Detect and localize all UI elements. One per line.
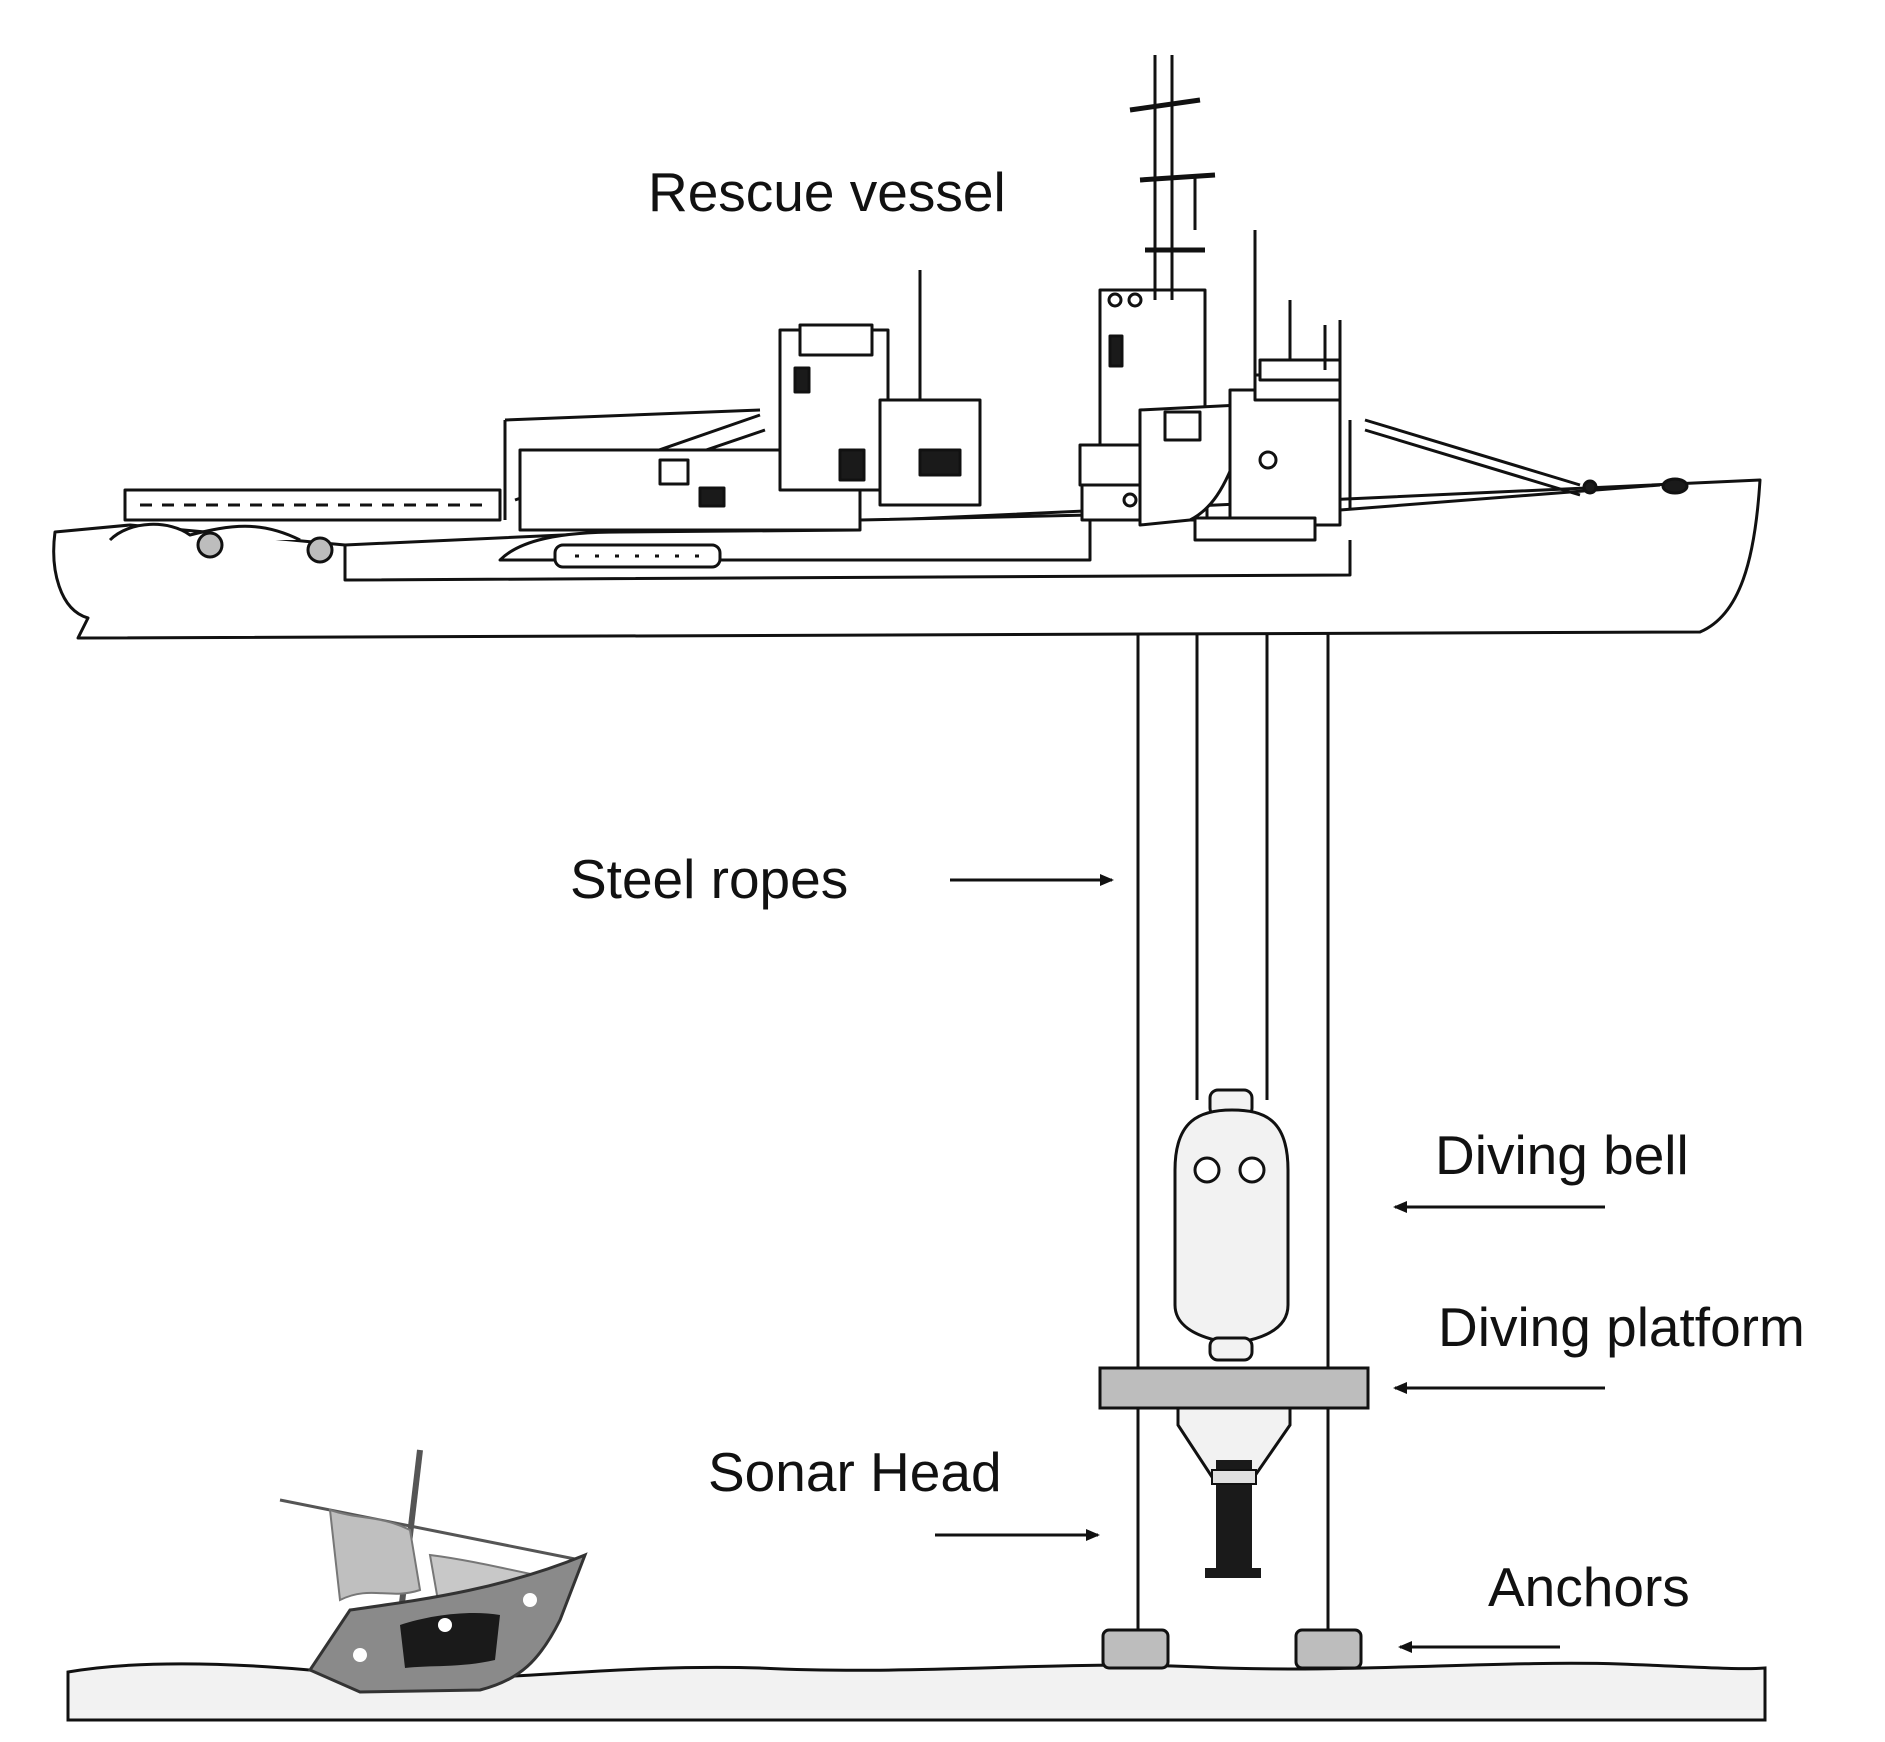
label-sonar-head: Sonar Head xyxy=(708,1441,1002,1503)
label-anchors: Anchors xyxy=(1488,1556,1690,1618)
label-rescue-vessel: Rescue vessel xyxy=(648,161,1006,223)
sonar-head xyxy=(1176,1406,1292,1578)
shipwreck xyxy=(279,1449,588,1694)
anchor-left xyxy=(1101,1628,1170,1670)
rescue-vessel xyxy=(52,55,1762,640)
arrows xyxy=(935,874,1605,1653)
label-diving-bell: Diving bell xyxy=(1435,1124,1689,1186)
diving-platform xyxy=(1098,1366,1370,1410)
label-steel-ropes: Steel ropes xyxy=(570,848,849,910)
anchor-right xyxy=(1294,1628,1363,1670)
label-diving-platform: Diving platform xyxy=(1438,1296,1805,1358)
diving-bell xyxy=(1173,1088,1290,1362)
steel-ropes xyxy=(1136,530,1330,1640)
